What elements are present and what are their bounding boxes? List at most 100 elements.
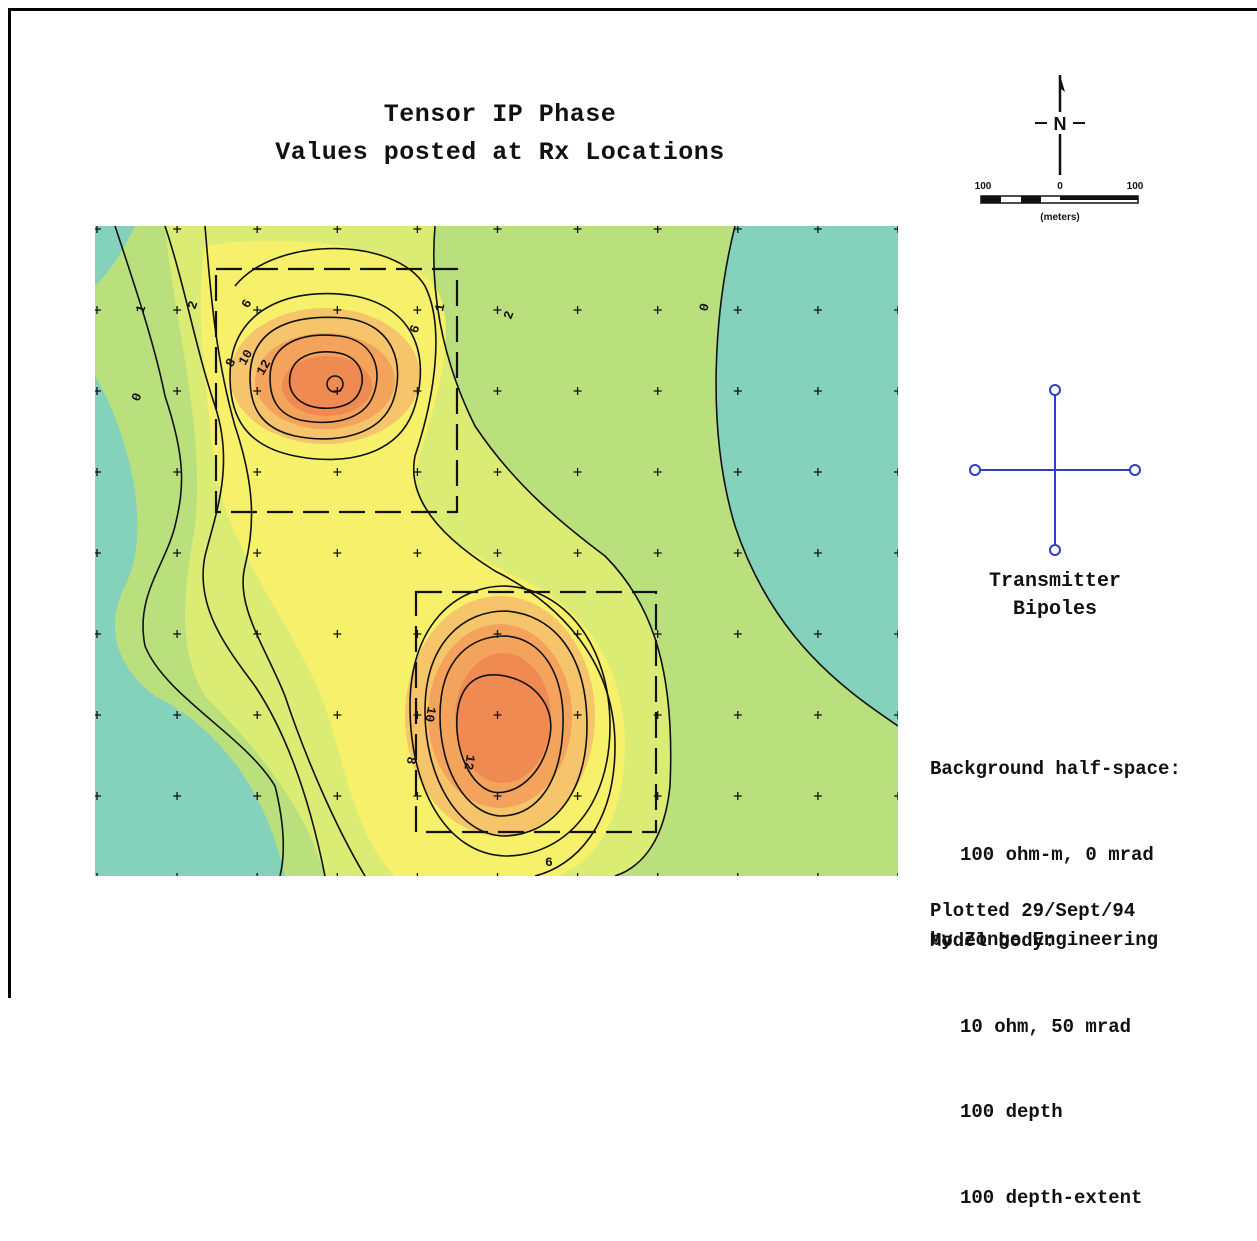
rx-location-marker [813,468,822,476]
rx-location-marker [894,792,898,800]
rx-location-marker [813,792,822,800]
rx-location-marker [173,306,182,314]
rx-location-marker [493,306,502,314]
rx-location-marker [576,873,579,876]
rx-location-marker [894,306,898,314]
scale-bar-seg [1021,196,1041,203]
scale-right-label: 100 [1127,181,1144,192]
contour-label: 12 [460,753,478,771]
plotted-date: Plotted 29/Sept/94 [930,900,1136,922]
rx-location-marker [413,468,422,476]
rx-location-marker [173,630,182,638]
rx-location-marker [493,468,502,476]
rx-location-marker [173,792,182,800]
rx-location-marker [573,387,582,395]
model-notes: Background half-space: 100 ohm-m, 0 mrad… [930,698,1181,1241]
rx-location-marker [493,387,502,395]
map-title: Tensor IP Phase [383,100,617,129]
rx-location-marker [176,873,178,876]
rx-location-marker [95,468,101,476]
rx-location-marker [496,873,499,876]
transmitter-label: Transmitter [988,570,1122,593]
rx-location-marker [733,792,742,800]
contour-map: 1 2 6 6 1 2 0 0 8 10 12 10 12 8 6 [95,226,898,876]
rx-location-marker [253,711,262,719]
rx-location-marker [493,630,502,638]
contour-line-lower-12 [456,674,552,794]
north-label: N [1054,114,1067,134]
rx-location-marker [95,387,101,395]
electrode-icon [1049,384,1061,396]
rx-location-marker [653,468,662,476]
rx-location-marker [256,873,258,876]
model-depth-extent: 100 depth-extent [960,1187,1143,1210]
contour-label: 6 [545,855,553,870]
north-arrow-scale: N 100 0 100 (meters) [975,75,1144,223]
contour-line-lower-6 [409,585,611,857]
rx-location-marker [733,630,742,638]
rx-location-marker [95,549,101,557]
rx-location-marker [894,630,898,638]
rx-location-marker [653,711,662,719]
scale-bar-seg [1060,196,1138,200]
rx-location-marker [813,711,822,719]
model-body-lower-outline [414,590,658,834]
rx-location-marker [333,711,342,719]
rx-location-marker [253,630,262,638]
transmitter-bipoles-diagram [969,384,1141,556]
rx-location-marker [493,711,502,719]
rx-location-marker [333,792,342,800]
rx-location-marker [95,711,101,719]
contour-labels: 1 2 6 6 1 2 0 0 8 10 12 10 12 8 6 [129,297,713,870]
plot-credit: Plotted 29/Sept/94 by Zonge Engineering [930,897,1158,955]
rx-location-marker [653,387,662,395]
rx-location-marker [336,873,338,876]
rx-location-marker [813,387,822,395]
rx-location-marker [173,226,182,233]
rx-location-marker [894,387,898,395]
contour-line-lower-8 [424,610,588,837]
contour-label: 10 [421,705,439,723]
rx-location-marker [573,468,582,476]
rx-location-marker [95,792,101,800]
rx-location-marker [413,226,422,233]
plotted-by: by Zonge Engineering [930,929,1159,951]
rx-location-marker [493,792,502,800]
contour-label: 0 [696,301,713,313]
rx-location-marker [173,549,182,557]
rx-location-marker [733,468,742,476]
contour-line-upper-12 [288,351,364,410]
rx-location-marker [413,306,422,314]
rx-location-marker [413,711,422,719]
contour-line-2 [204,226,366,876]
rx-location-marker [813,226,822,233]
rx-location-marker [253,226,262,233]
contour-line-lower-10 [439,635,564,817]
rx-location-marker [413,387,422,395]
map-subtitle: Values posted at Rx Locations [275,138,725,167]
rx-location-marker [95,630,101,638]
rx-location-marker [573,792,582,800]
rx-location-marker [573,549,582,557]
scale-mid-label: 0 [1057,181,1063,192]
rx-location-marker [653,792,662,800]
rx-location-marker [253,792,262,800]
rx-location-marker [333,306,342,314]
figure-frame [8,8,1257,998]
rx-location-marker [813,306,822,314]
contour-line-0-right [715,226,898,727]
rx-location-marker [96,873,98,876]
fill-level-6-lower [455,653,551,783]
model-body-upper-outline [214,267,459,514]
rx-location-marker [573,711,582,719]
rx-location-marker [573,630,582,638]
rx-location-marker [894,549,898,557]
rx-location-marker [657,873,659,876]
rx-location-marker [333,630,342,638]
rx-location-marker [333,549,342,557]
rx-location-marker [493,549,502,557]
rx-location-marker [653,226,662,233]
scale-bar-seg [981,196,1001,203]
contour-label: 10 [235,347,256,368]
rx-location-marker [253,306,262,314]
